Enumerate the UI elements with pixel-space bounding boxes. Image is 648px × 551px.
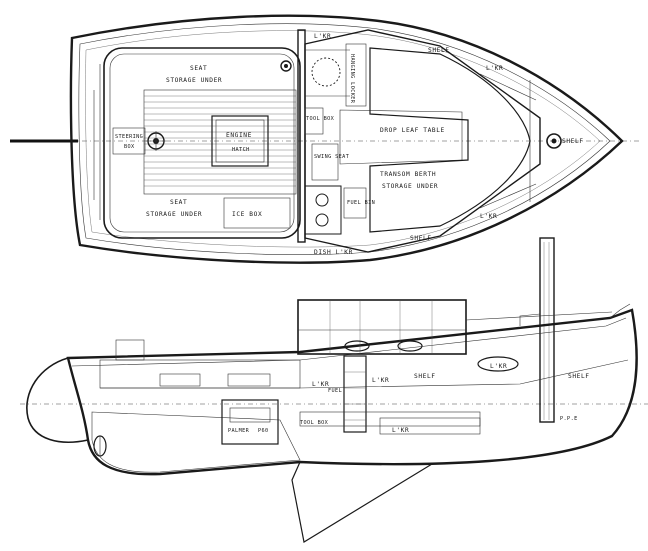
profile-view: PALMER P60 L'KR L'KR SHELF L'KR SHELF L'… [20,237,648,543]
hull-outline-profile [66,308,638,476]
cockpit-coaming [103,47,301,239]
propeller-icon [93,435,107,457]
profile-lkr-lower-label: L'KR [392,427,409,434]
vberth-cushion [369,47,531,233]
anchor-bitt-icon [546,133,562,149]
drop-leaf-table-label: DROP LEAF TABLE [380,127,445,134]
ice-box [223,197,291,229]
profile-lkr-right-label: L'KR [490,363,507,370]
rudder [291,461,433,543]
hatch-label: HATCH [232,147,250,153]
engine-hatch [211,115,269,167]
swing-seat [311,143,339,181]
palmer-label: PALMER [228,428,250,434]
galley-stove [304,185,342,235]
hull-outline-plan [69,14,624,264]
plan-view: ENGINE HATCH STEERING BOX SEAT STORAGE U… [10,14,640,264]
lkr-top-label: L'KR [314,33,331,40]
storage-bottom-label: STORAGE UNDER [146,211,202,218]
steering-wheel-icon [146,131,166,151]
fuel-bin-label: FUEL BIN [347,200,375,206]
profile-shelf-label: SHELF [414,373,436,380]
storage-under-berth-label: STORAGE UNDER [382,183,438,190]
engine-label: ENGINE [226,132,252,139]
profile-pipe-label: P.P.E [560,416,578,422]
storage-top-label: STORAGE UNDER [166,77,222,84]
tool-box-plan-label: TOOL BOX [306,116,335,122]
profile-fuel-label: FUEL [328,388,342,394]
seat-top-label: SEAT [190,65,207,72]
profile-lkr-left-label: L'KR [312,381,329,388]
swing-seat-label: SWING SEAT [314,154,349,160]
seat-bottom-label: SEAT [170,199,187,206]
transom-berth-label: TRANSOM BERTH [380,171,436,178]
shelf-right-label: SHELF [562,138,584,145]
p60-label: P60 [258,428,269,434]
lkr-top-right-label: L'KR [486,65,503,72]
lkr-bottom-right-label: L'KR [480,213,497,220]
dish-lkr-label: DISH L'KR [314,249,353,256]
steering-label: STEERING [115,134,143,140]
companionway-ladder [343,355,367,433]
profile-lkr-mid-label: L'KR [372,377,389,384]
cockpit-sole [143,89,297,195]
hanging-locker [345,43,367,107]
tool-box-plan [304,107,324,135]
hanging-locker-label: HANGING LOCKER [349,54,355,104]
steering-box-label: BOX [124,144,135,150]
fuel-bin [343,187,367,219]
profile-shelf-far-label: SHELF [568,373,590,380]
profile-tool-box-label: TOOL BOX [300,420,329,426]
steering-box [112,127,146,155]
shelf-bottom-label: SHELF [410,235,432,242]
cabin-trunk [297,299,467,355]
shelf-top-label: SHELF [428,47,450,54]
ice-box-label: ICE BOX [232,211,262,218]
mast [539,237,555,423]
engine-block [221,399,279,445]
